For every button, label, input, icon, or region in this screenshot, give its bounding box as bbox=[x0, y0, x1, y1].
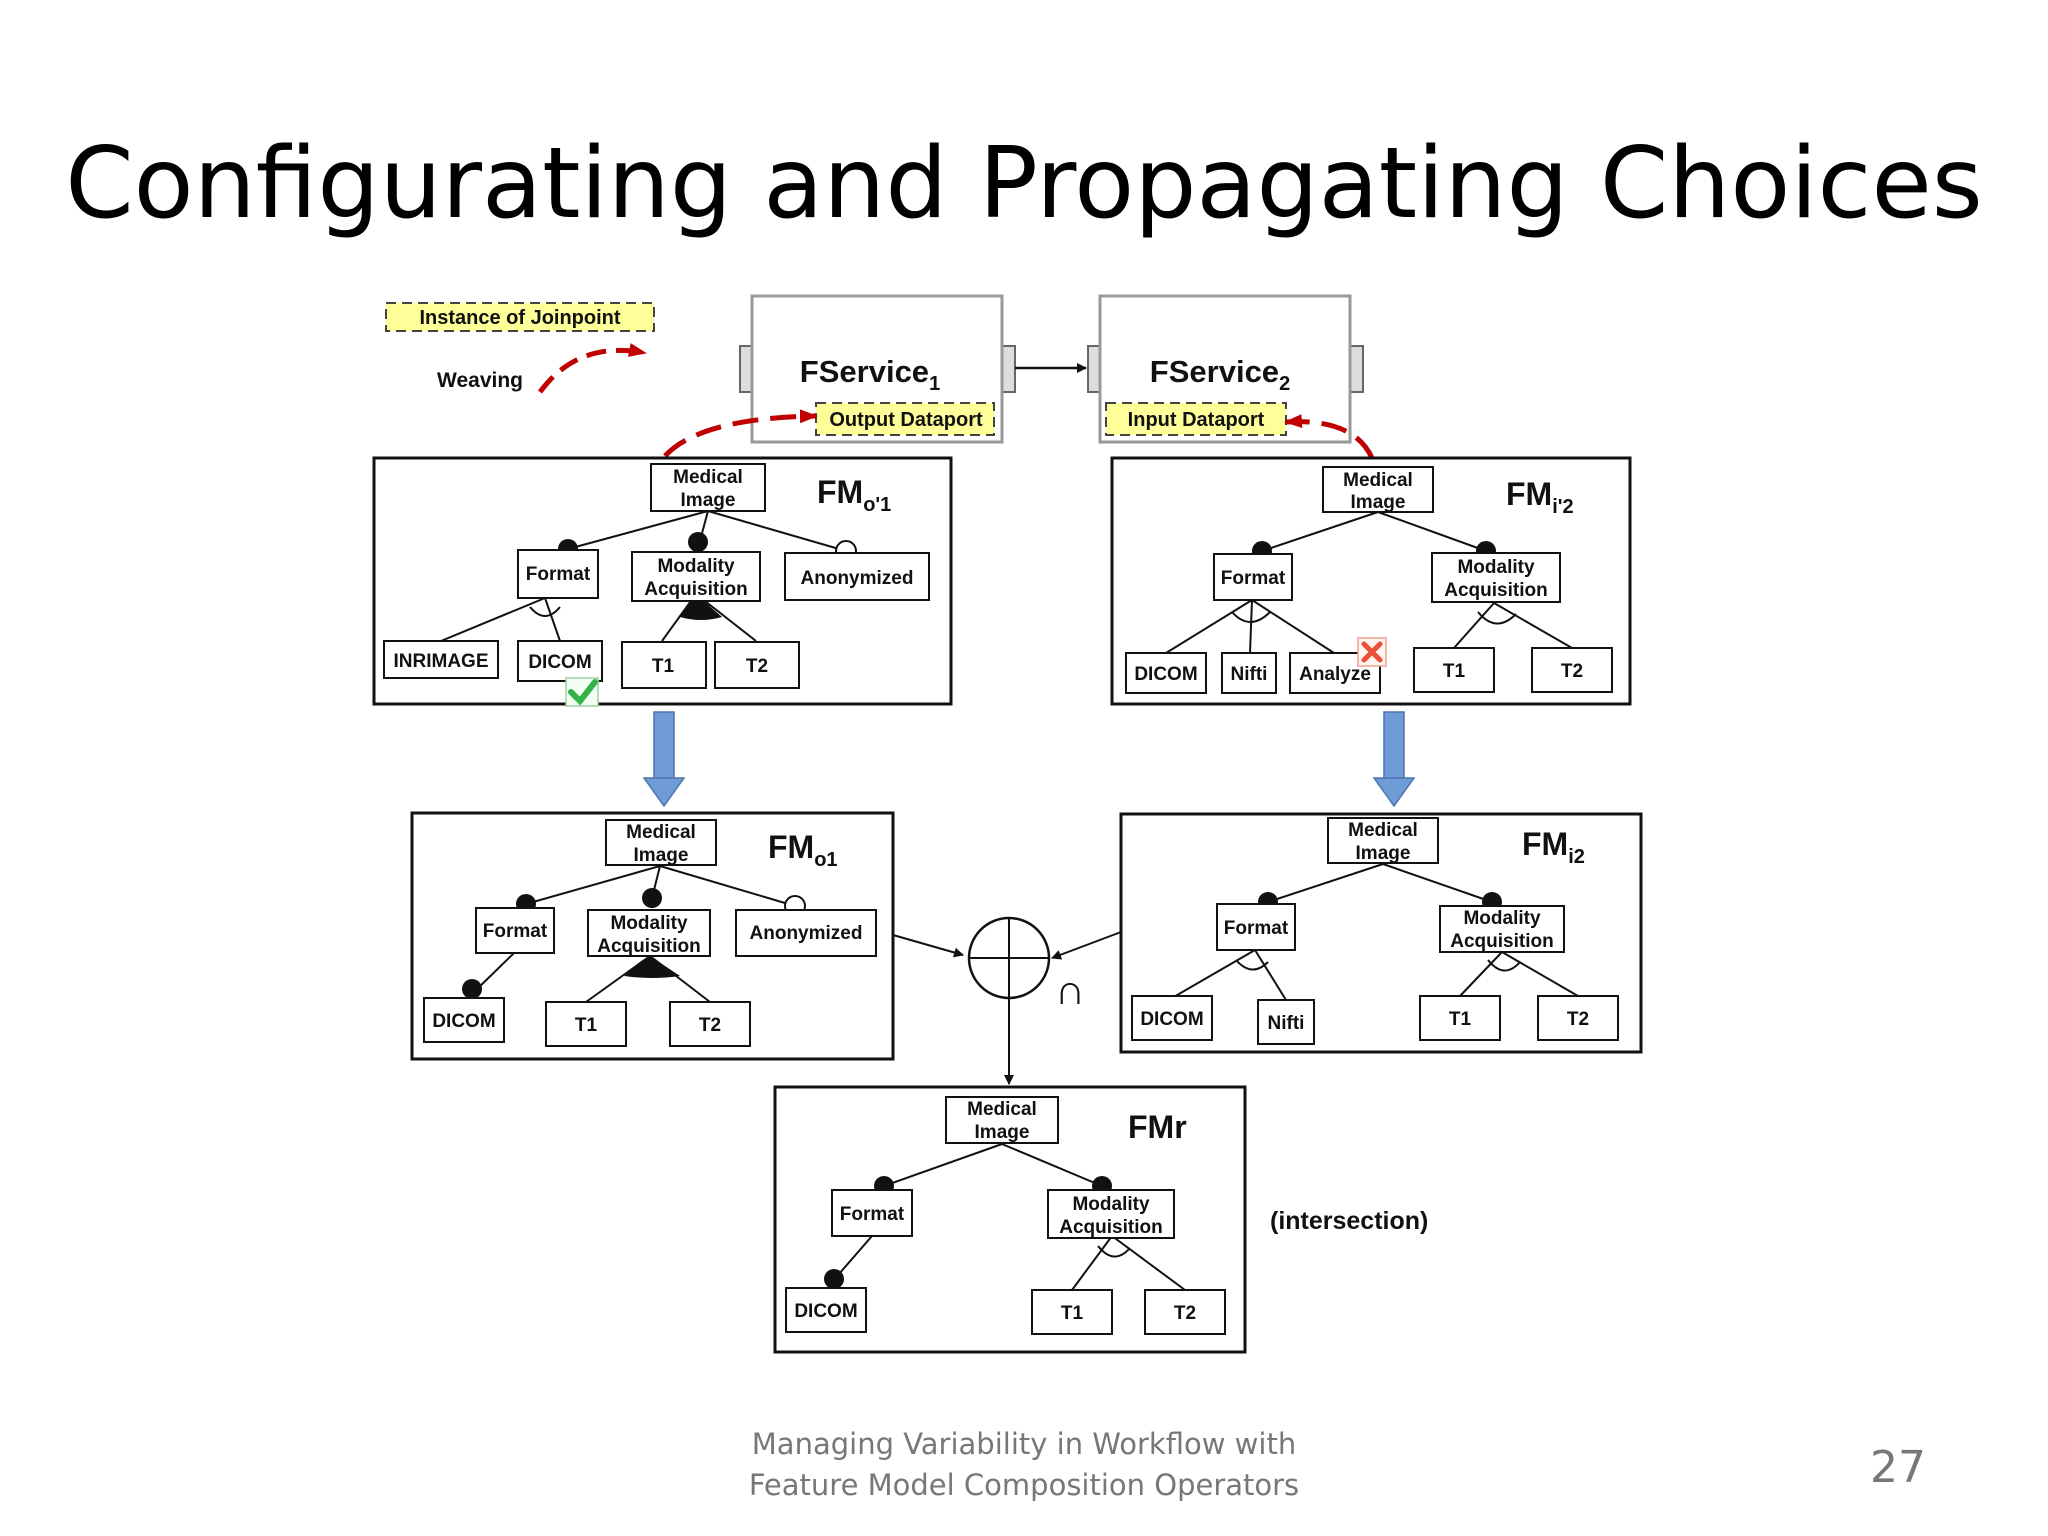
intersection-symbol: ∩ bbox=[1055, 966, 1085, 1013]
fm-o1: FMo1 Medical Image Format Modality Acqui… bbox=[410, 811, 895, 1061]
svg-text:Acquisition: Acquisition bbox=[644, 579, 747, 600]
svg-text:Format: Format bbox=[840, 1204, 905, 1225]
svg-text:Modality: Modality bbox=[657, 556, 734, 577]
svg-text:Medical: Medical bbox=[1348, 820, 1418, 841]
fservice-1-title: FService1 bbox=[800, 354, 940, 395]
fm-i2-prime: FMi'2 Medical Image Format Modality Acqu… bbox=[1110, 456, 1632, 706]
svg-text:T1: T1 bbox=[1449, 1009, 1472, 1030]
svg-text:T2: T2 bbox=[746, 656, 768, 677]
fm-i2: FMi2 Medical Image Format Modality Acqui… bbox=[1119, 812, 1643, 1054]
svg-text:INRIMAGE: INRIMAGE bbox=[394, 651, 489, 672]
weaving-arrow-right bbox=[1284, 414, 1375, 460]
svg-text:Anonymized: Anonymized bbox=[750, 923, 863, 944]
fm-i2-prime-title: FMi'2 bbox=[1506, 476, 1574, 518]
svg-text:Modality: Modality bbox=[1457, 557, 1534, 578]
svg-text:Anonymized: Anonymized bbox=[801, 568, 914, 589]
footer-line-1: Managing Variability in Workflow with bbox=[751, 1427, 1297, 1461]
svg-text:Medical: Medical bbox=[967, 1099, 1037, 1120]
fm-o1-prime-title: FMo'1 bbox=[817, 474, 891, 516]
svg-text:Acquisition: Acquisition bbox=[1444, 580, 1547, 601]
fm-r-title: FMr bbox=[1128, 1109, 1187, 1145]
svg-text:Image: Image bbox=[681, 490, 736, 511]
svg-text:T2: T2 bbox=[1174, 1303, 1196, 1324]
flow-arrow-right bbox=[1372, 711, 1416, 808]
svg-text:T1: T1 bbox=[1061, 1303, 1084, 1324]
svg-text:T2: T2 bbox=[1561, 661, 1583, 682]
input-dataport bbox=[1105, 402, 1287, 436]
svg-text:Format: Format bbox=[1221, 568, 1286, 589]
svg-text:DICOM: DICOM bbox=[528, 652, 591, 673]
svg-text:Analyze: Analyze bbox=[1299, 664, 1371, 685]
intersection-label: (intersection) bbox=[1270, 1207, 1428, 1235]
svg-text:T1: T1 bbox=[575, 1015, 598, 1036]
fservice-1: FService1 Output Dataport bbox=[739, 294, 1016, 444]
svg-text:T1: T1 bbox=[1443, 661, 1466, 682]
svg-text:Modality: Modality bbox=[1463, 908, 1540, 929]
svg-text:Image: Image bbox=[634, 845, 689, 866]
joinpoint-legend-label: Instance of Joinpoint bbox=[419, 307, 620, 329]
svg-text:T2: T2 bbox=[1567, 1009, 1589, 1030]
svg-text:DICOM: DICOM bbox=[794, 1301, 857, 1322]
svg-text:DICOM: DICOM bbox=[1140, 1009, 1203, 1030]
svg-text:Medical: Medical bbox=[626, 822, 696, 843]
svg-text:Format: Format bbox=[483, 921, 548, 942]
footer-line-2: Feature Model Composition Operators bbox=[748, 1468, 1300, 1503]
svg-text:Acquisition: Acquisition bbox=[1450, 931, 1553, 952]
fm-r: FMr Medical Image Format Modality Acquis… bbox=[773, 1085, 1247, 1354]
svg-text:DICOM: DICOM bbox=[1134, 664, 1197, 685]
merge-operator: ∩ bbox=[892, 916, 1122, 1085]
joinpoint-legend-box bbox=[385, 302, 655, 332]
svg-text:Medical: Medical bbox=[1343, 470, 1413, 491]
weaving-arrow-icon bbox=[537, 343, 647, 394]
svg-text:T1: T1 bbox=[652, 656, 675, 677]
check-icon bbox=[565, 677, 599, 707]
slide-title: Configurating and Propagating Choices bbox=[65, 127, 1983, 241]
page-number: 27 bbox=[1870, 1442, 1926, 1493]
svg-text:Format: Format bbox=[526, 564, 591, 585]
fm-i2-title: FMi2 bbox=[1522, 826, 1585, 868]
svg-text:Output Dataport: Output Dataport bbox=[829, 409, 983, 431]
svg-text:Medical: Medical bbox=[673, 467, 743, 488]
output-dataport bbox=[815, 402, 995, 436]
fservice-2-title: FService2 bbox=[1150, 354, 1290, 395]
svg-text:DICOM: DICOM bbox=[432, 1011, 495, 1032]
svg-text:Image: Image bbox=[1356, 843, 1411, 864]
fservice-2: FService2 Input Dataport bbox=[1087, 294, 1364, 444]
weaving-arrow-left bbox=[663, 409, 818, 458]
svg-text:Nifti: Nifti bbox=[1268, 1013, 1305, 1034]
svg-text:Image: Image bbox=[1351, 492, 1406, 513]
svg-text:Modality: Modality bbox=[610, 913, 687, 934]
svg-text:Format: Format bbox=[1224, 918, 1289, 939]
flow-arrow-left bbox=[642, 711, 686, 808]
legend: Instance of Joinpoint Weaving bbox=[385, 302, 655, 394]
svg-text:Input Dataport: Input Dataport bbox=[1128, 409, 1265, 431]
svg-text:Acquisition: Acquisition bbox=[597, 936, 700, 957]
weaving-legend-label: Weaving bbox=[437, 369, 523, 392]
svg-text:Modality: Modality bbox=[1072, 1194, 1149, 1215]
slide-footer: Managing Variability in Workflow with Fe… bbox=[684, 1424, 1364, 1506]
svg-text:Acquisition: Acquisition bbox=[1059, 1217, 1162, 1238]
svg-text:Image: Image bbox=[975, 1122, 1030, 1143]
svg-text:Nifti: Nifti bbox=[1231, 664, 1268, 685]
svg-text:T2: T2 bbox=[699, 1015, 721, 1036]
fm-o1-title: FMo1 bbox=[768, 829, 838, 871]
fm-o1-prime: FMo'1 Medical Image Format Modality Acqu… bbox=[372, 456, 953, 707]
cross-icon bbox=[1357, 637, 1387, 667]
